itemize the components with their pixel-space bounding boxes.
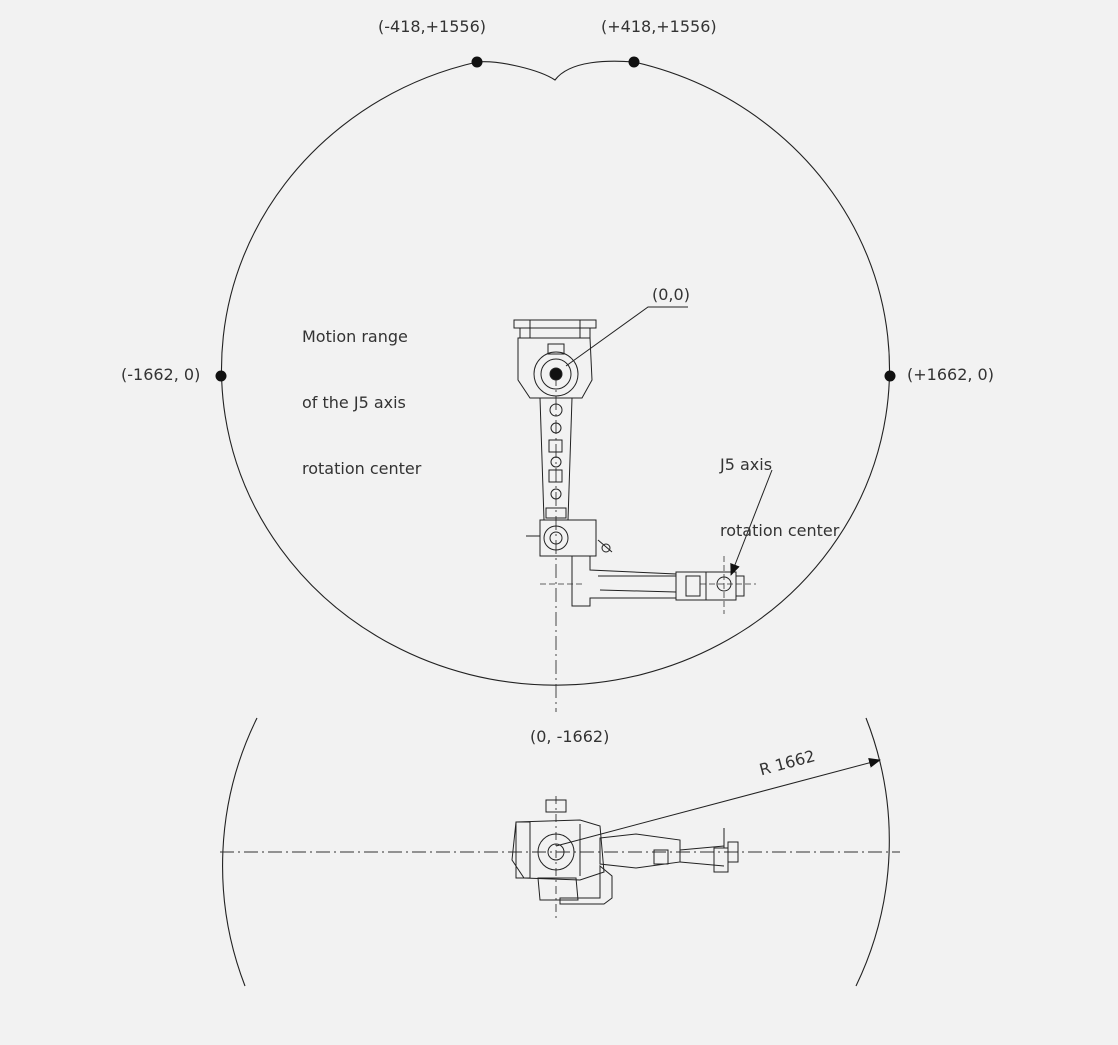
motion-range-label: Motion range of the J5 axis rotation cen… <box>302 282 421 524</box>
top-view-arc-right <box>855 717 890 987</box>
motion-range-line-1: Motion range <box>302 327 408 346</box>
robot-side-view <box>513 319 745 607</box>
motion-range-line-3: rotation center <box>302 459 422 478</box>
point-left <box>215 370 227 382</box>
motion-range-envelope <box>221 60 890 686</box>
point-top-left <box>471 56 483 68</box>
origin-leader-line <box>565 306 688 367</box>
label-left-point: (-1662, 0) <box>121 365 201 384</box>
label-top-left-point: (-418,+1556) <box>378 17 487 36</box>
point-top-right <box>628 56 640 68</box>
j5-center-line-1: J5 axis <box>720 455 773 474</box>
radius-arrow <box>555 757 881 847</box>
label-bottom-point: (0, -1662) <box>530 727 610 746</box>
robot-top-view <box>511 799 739 905</box>
j5-leader-line <box>730 469 773 576</box>
j5-center-line-2: rotation center <box>720 521 840 540</box>
top-view-arc-left <box>222 717 258 987</box>
motion-range-line-2: of the J5 axis <box>302 393 406 412</box>
point-right <box>884 370 896 382</box>
j5-center-label: J5 axis rotation center <box>720 410 839 586</box>
label-right-point: (+1662, 0) <box>907 365 994 384</box>
label-origin: (0,0) <box>652 285 690 304</box>
label-top-right-point: (+418,+1556) <box>601 17 717 36</box>
